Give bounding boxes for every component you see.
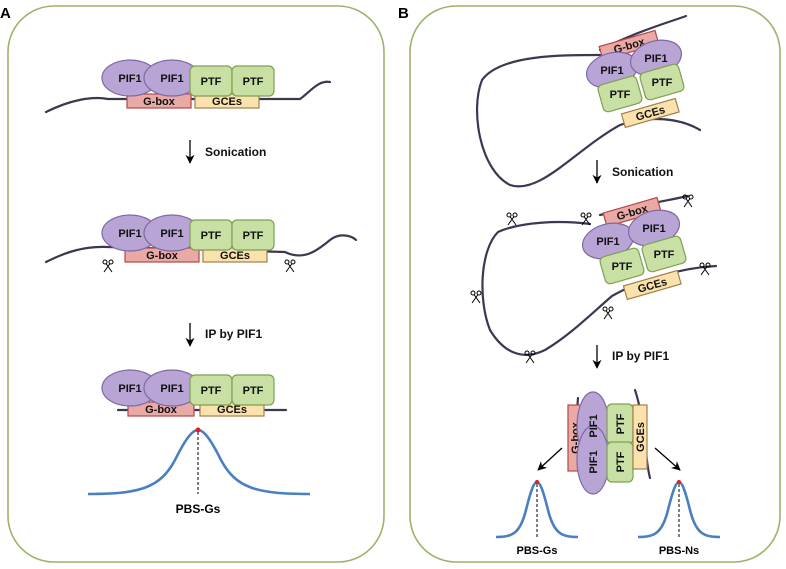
peak-ns-b: PBS-Ns — [637, 480, 721, 557]
sonication-label: Sonication — [205, 145, 266, 159]
pif1-label: PIF1 — [160, 383, 183, 395]
pif1-label: PIF1 — [160, 228, 183, 240]
sonication-label: Sonication — [612, 165, 673, 179]
pif1-label: PIF1 — [118, 383, 141, 395]
complex-a2: G-box GCEs PIF1 PIF1 PTF PTF — [44, 214, 358, 273]
gces-label: GCEs — [217, 404, 247, 416]
peak-gs-label: PBS-Gs — [517, 545, 558, 557]
peak-ns-label: PBS-Ns — [659, 545, 699, 557]
step-sonication-b: Sonication — [592, 160, 673, 184]
gces-label: GCEs — [220, 250, 250, 262]
ptf-label: PTF — [615, 413, 627, 434]
step-ip-a: IP by PIF1 — [185, 323, 262, 347]
pif1-label: PIF1 — [588, 450, 600, 473]
panel-b: B G-box PIF1 PIF1 PTF PTF GCEs Sonica — [398, 5, 781, 563]
pif1-label: PIF1 — [588, 414, 600, 437]
panel-a-label: A — [0, 5, 11, 22]
ptf-label: PTF — [243, 385, 264, 397]
gces-label: GCEs — [635, 422, 647, 452]
gbox-label: G-box — [146, 250, 179, 262]
panel-b-label: B — [398, 5, 409, 22]
gces-label: GCEs — [212, 96, 242, 108]
ptf-label: PTF — [612, 261, 633, 273]
complex-b1: G-box PIF1 PIF1 PTF PTF GCEs — [475, 14, 702, 188]
peak-gs-a: PBS-Gs — [87, 427, 311, 516]
ip-label: IP by PIF1 — [205, 327, 262, 341]
ptf-label: PTF — [201, 230, 222, 242]
peak-gs-label: PBS-Gs — [176, 502, 221, 516]
complex-a1: G-box GCEs PIF1 PIF1 PTF PTF — [44, 59, 332, 114]
complex-b2: G-box PIF1 PIF1 PTF PTF GCEs — [470, 194, 718, 364]
gbox-label: G-box — [143, 96, 176, 108]
ptf-label: PTF — [201, 385, 222, 397]
gbox-label: G-box — [145, 404, 178, 416]
ptf-label: PTF — [652, 77, 673, 89]
complex-a3: G-box GCEs PIF1 PIF1 PTF PTF — [101, 369, 288, 417]
peak-gs-b: PBS-Gs — [495, 480, 579, 557]
pif1-label: PIF1 — [596, 236, 619, 248]
pif1-label: PIF1 — [642, 223, 665, 235]
pif1-label: PIF1 — [118, 228, 141, 240]
pif1-label: PIF1 — [118, 73, 141, 85]
pif1-label: PIF1 — [600, 65, 623, 77]
pif1-label: PIF1 — [160, 73, 183, 85]
ptf-label: PTF — [654, 249, 675, 261]
step-sonication-a: Sonication — [185, 140, 266, 164]
ptf-label: PTF — [243, 76, 264, 88]
complex-b3: G-box PIF1 PIF1 PTF PTF GCEs — [567, 388, 652, 495]
ptf-label: PTF — [201, 76, 222, 88]
arrow-to-ns — [654, 447, 681, 471]
panel-a: A G-box GCEs PIF1 PIF1 PTF PTF Sonicatio… — [0, 5, 385, 563]
arrow-to-gs — [537, 447, 563, 471]
pif1-label: PIF1 — [644, 53, 667, 65]
ptf-label: PTF — [615, 451, 627, 472]
ip-label: IP by PIF1 — [612, 349, 669, 363]
ptf-label: PTF — [610, 89, 631, 101]
ptf-label: PTF — [243, 230, 264, 242]
step-ip-b: IP by PIF1 — [592, 345, 669, 369]
